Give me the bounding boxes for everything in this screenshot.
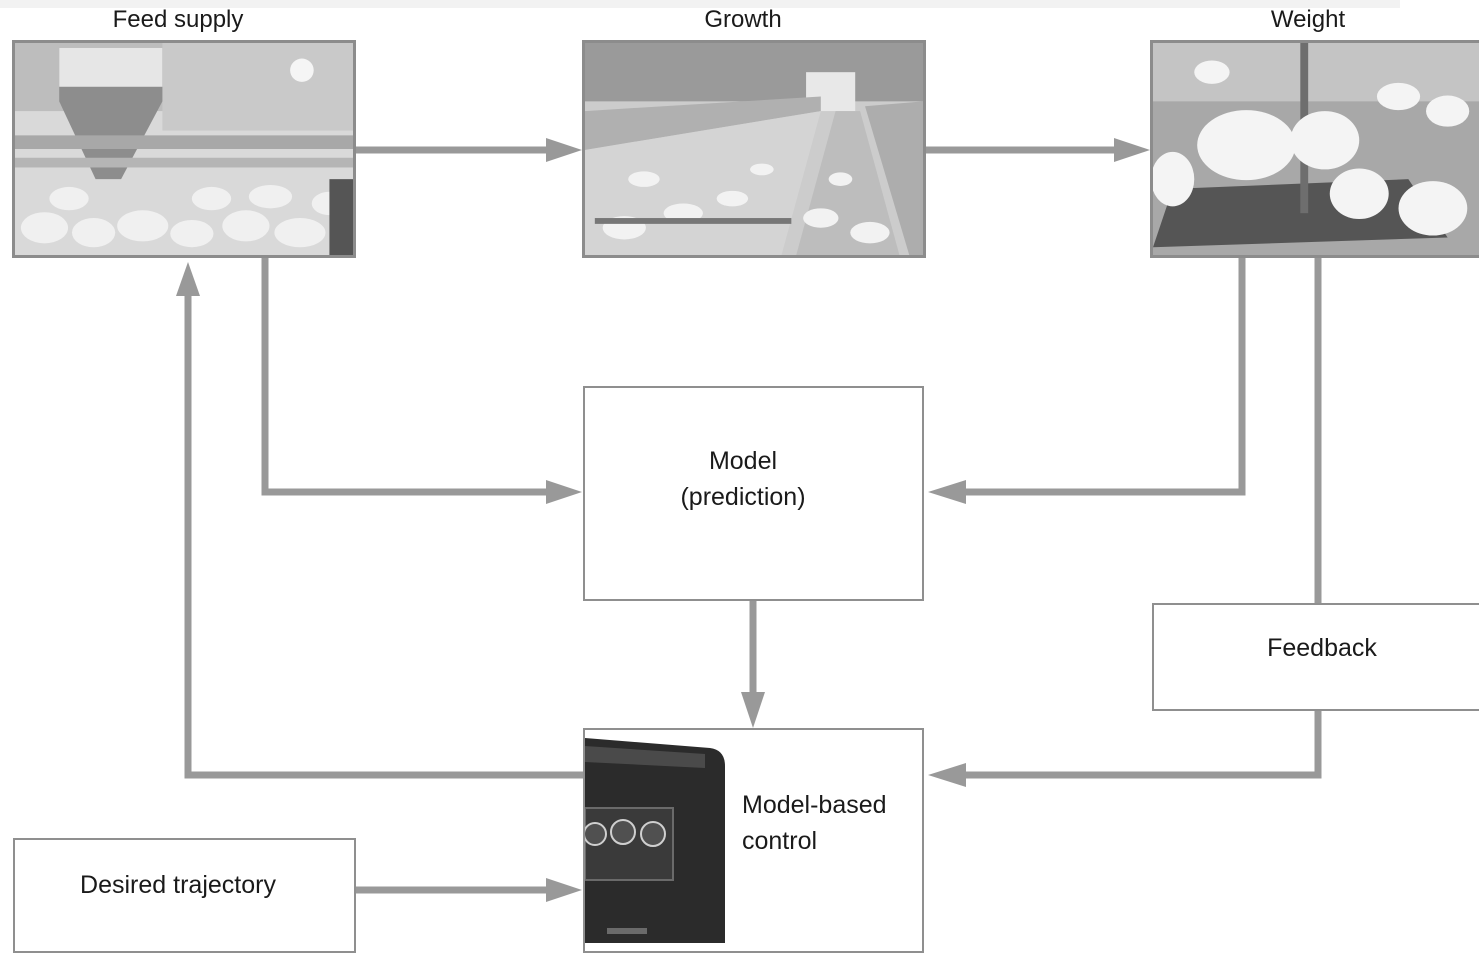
model-label: Model (prediction) [680, 447, 806, 511]
feedback-label: Feedback [1267, 634, 1377, 662]
growth-caption: Growth [704, 6, 782, 33]
weight-caption: Weight [1270, 6, 1346, 33]
arrow-feed-to-model [261, 258, 548, 496]
top-strip [0, 0, 1400, 8]
arrowhead-growth [546, 138, 582, 162]
feed-supply-caption: Feed supply [112, 6, 244, 33]
arrowhead-feed-supply [176, 262, 200, 296]
arrowhead-control-top [741, 692, 765, 728]
feed-supply-photo [12, 40, 356, 258]
arrow-control-to-feed [184, 295, 583, 779]
weight-photo [1150, 40, 1479, 258]
arrowhead-control-left [546, 878, 582, 902]
arrowhead-model-right [928, 480, 966, 504]
model-based-control-label: Model-based control [742, 791, 887, 855]
desired-trajectory-label: Desired trajectory [80, 871, 276, 899]
arrow-feedback-to-control [963, 711, 1322, 779]
arrowhead-model-left [546, 480, 582, 504]
growth-photo [582, 40, 926, 258]
arrowhead-weight [1114, 138, 1150, 162]
arrow-weight-to-model [963, 258, 1246, 496]
controller-device-image [585, 738, 725, 943]
model-box [583, 386, 924, 601]
arrowhead-control-right [928, 763, 966, 787]
feedback-box [1152, 603, 1479, 711]
